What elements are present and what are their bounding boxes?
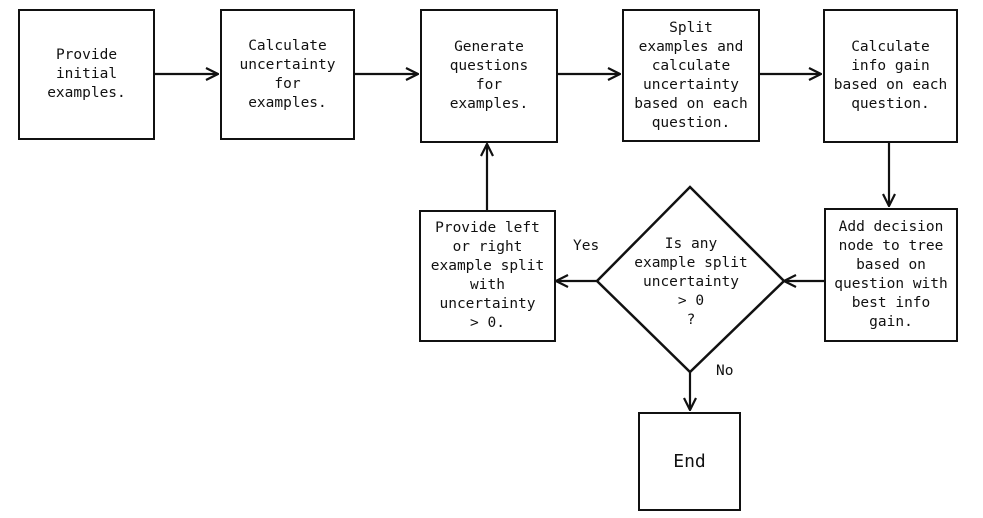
calc-info-gain-box: Calculate info gain based on each questi… <box>823 9 958 143</box>
provide-split-box: Provide left or right example split with… <box>419 210 556 342</box>
split-examples-box: Split examples and calculate uncertainty… <box>622 9 760 142</box>
no-label: No <box>716 363 734 379</box>
decision-label: Is any example split uncertainty > 0 ? <box>634 235 748 328</box>
add-decision-node-label: Add decision node to tree based on quest… <box>834 219 948 330</box>
calc-info-gain-label: Calculate info gain based on each questi… <box>833 39 948 112</box>
generate-questions-box: Generate questions for examples. <box>420 9 558 143</box>
calc-uncertainty-label: Calculate uncertainty for examples. <box>239 37 336 111</box>
provide-initial-label: Provide initial examples. <box>47 47 126 101</box>
add-decision-node-box: Add decision node to tree based on quest… <box>824 208 958 342</box>
yes-label: Yes <box>573 238 600 254</box>
calc-uncertainty-box: Calculate uncertainty for examples. <box>220 9 355 140</box>
end-label: End <box>673 451 706 472</box>
split-examples-label: Split examples and calculate uncertainty… <box>634 19 748 131</box>
end-box: End <box>638 412 741 511</box>
provide-split-label: Provide left or right example split with… <box>430 220 545 331</box>
generate-questions-label: Generate questions for examples. <box>449 39 529 112</box>
decision-diamond <box>595 185 786 374</box>
provide-initial-box: Provide initial examples. <box>18 9 155 140</box>
